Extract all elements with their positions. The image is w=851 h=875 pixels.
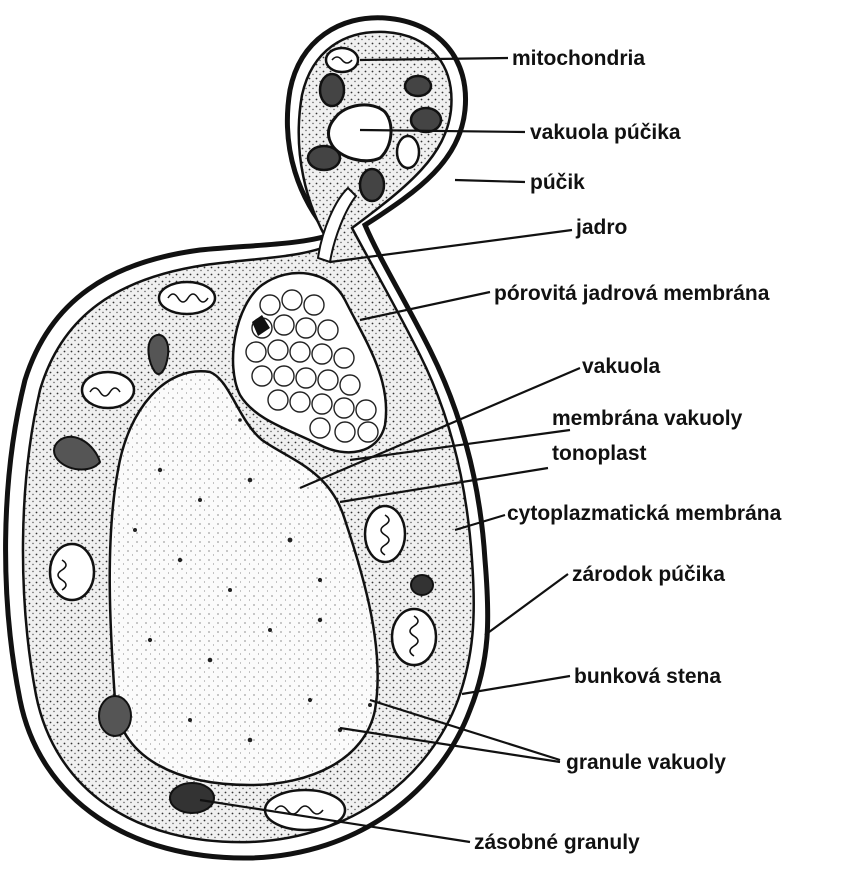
label-cell-wall: bunková stena [574, 666, 721, 687]
label-vacuole-granules: granule vakuoly [566, 752, 726, 773]
label-vacuole-membrane: membrána vakuoly [552, 408, 742, 429]
label-cytoplasmic-membrane: cytoplazmatická membrána [507, 503, 781, 524]
label-mitochondria: mitochondria [512, 48, 645, 69]
label-bud-scar: zárodok púčika [572, 564, 725, 585]
label-bud: púčik [530, 172, 585, 193]
label-nucleus: jadro [576, 217, 627, 238]
label-porous-nuclear-membrane: pórovitá jadrová membrána [494, 283, 769, 304]
label-storage-granules: zásobné granuly [474, 832, 640, 853]
label-vacuole: vakuola [582, 356, 660, 377]
label-tonoplast: tonoplast [552, 443, 647, 464]
label-bud-vacuole: vakuola púčika [530, 122, 681, 143]
